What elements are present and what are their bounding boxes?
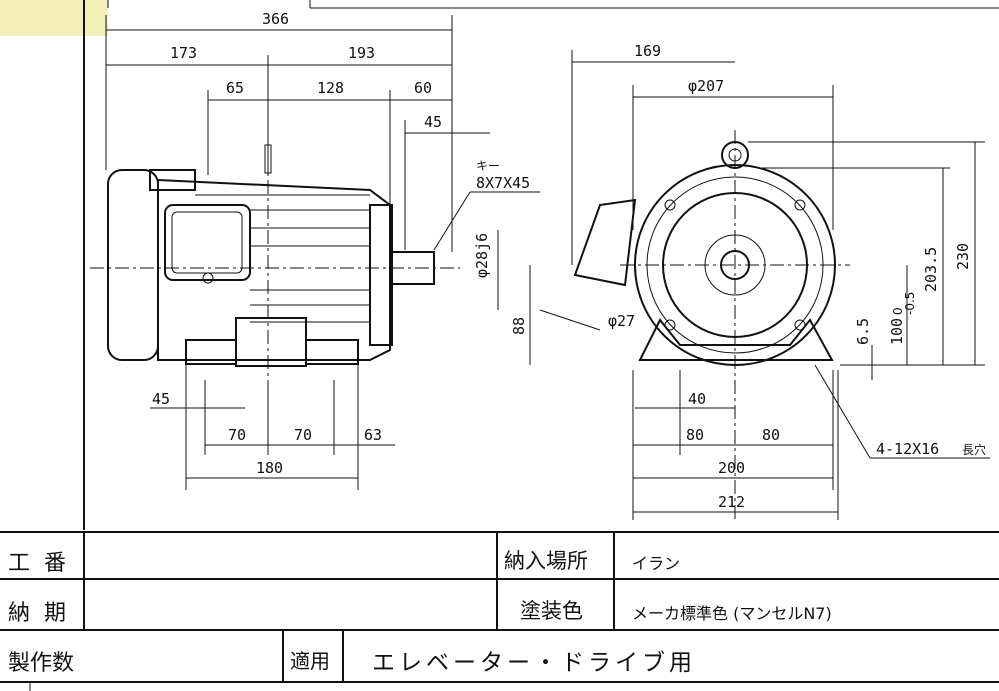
dim-173: 173 [170,44,197,62]
dim-65: 65 [226,79,244,97]
key-size: 8X7X45 [476,174,530,192]
row1-value2: イラン [632,554,681,573]
dim-60: 60 [414,79,432,97]
dim-180: 180 [256,459,283,477]
dim-169: 169 [634,42,661,60]
end-view: 169 φ207 88 φ27 40 80 80 200 212 230 203… [510,42,990,520]
side-view: 366 173 193 65 128 60 45 キー 8X7X45 φ28j6… [90,10,540,490]
dim-200: 200 [718,459,745,477]
row1-label: 工番 [8,551,81,576]
row2-label: 納期 [8,601,81,626]
dim-27: φ27 [608,312,635,330]
dim-40: 40 [688,390,706,408]
dim-45-top: 45 [424,113,442,131]
dim-100: 100 [888,318,906,345]
dim-230: 230 [954,243,972,270]
dim-70-b: 70 [294,426,312,444]
shaft-dia: φ28j6 [473,233,491,278]
row1-label2: 納入場所 [504,549,588,573]
dim-212: 212 [718,493,745,511]
row2-value2: メーカ標準色 (マンセルN7) [632,604,832,623]
row3-label: 製作数 [8,651,75,676]
dim-100-tol-upper: 0 [891,307,905,315]
holes-suffix: 長穴 [962,442,986,457]
dim-203-5: 203.5 [922,247,940,292]
dim-193: 193 [348,44,375,62]
dim-70-a: 70 [228,426,246,444]
dim-80-a: 80 [686,426,704,444]
dim-80-b: 80 [762,426,780,444]
row2-label2: 塗装色 [520,599,583,623]
holes-spec: 4-12X16 [876,440,939,458]
dim-207: φ207 [688,77,724,95]
dim-45-bottom: 45 [152,390,170,408]
dim-88: 88 [510,317,528,335]
row3-label2: 適用 [290,649,330,673]
dim-6-5: 6.5 [854,318,872,345]
key-label: キー [476,159,500,173]
title-block [0,531,999,691]
dim-128: 128 [317,79,344,97]
row3-value2: エレベーター・ドライブ用 [372,650,696,676]
highlight-tab [0,0,108,36]
dim-63: 63 [364,426,382,444]
dim-366: 366 [262,10,289,28]
dim-100-tol-lower: -0.5 [903,292,917,315]
